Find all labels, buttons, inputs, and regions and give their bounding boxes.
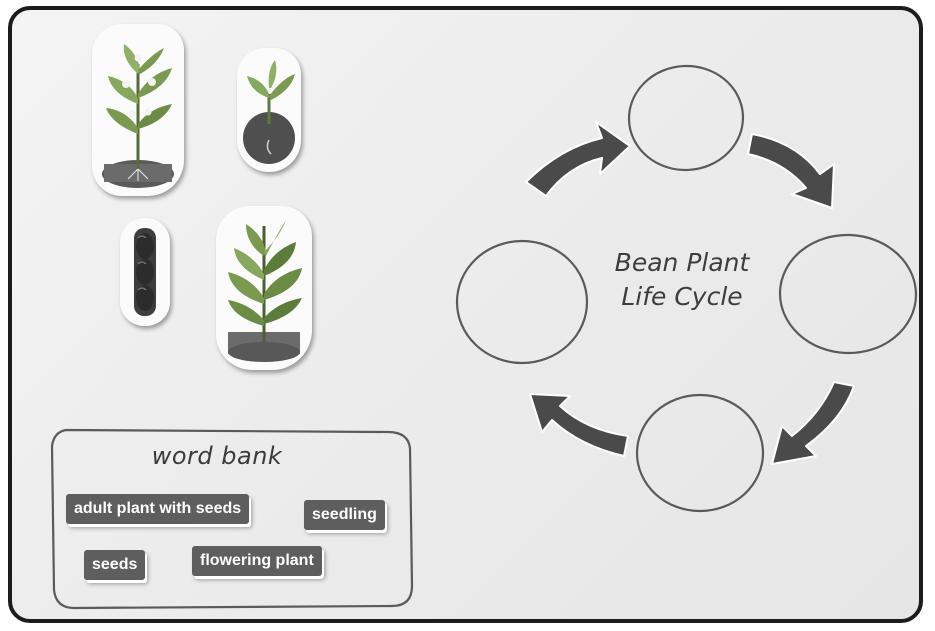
seedling-magnet[interactable] [237,48,301,172]
word-card-seeds[interactable]: seeds [84,550,146,580]
cycle-title: Bean Plant Life Cycle [602,246,762,314]
word-bank-title: word bank [151,442,283,470]
arrow-right-to-bottom [771,381,855,465]
arrow-top-to-right [747,133,835,209]
cycle-title-line2: Life Cycle [621,282,743,311]
word-card-adult-plant[interactable]: adult plant with seeds [66,494,250,524]
flowering-plant-magnet[interactable] [92,24,184,196]
seed-pod-image [134,228,156,316]
whiteboard: Bean Plant Life Cycle word bank adult pl… [8,6,923,623]
cycle-circle-right [778,233,918,355]
cycle-circle-left [455,239,589,365]
seeds-magnet[interactable] [120,218,170,326]
seedling-image [243,60,295,164]
adult-plant-magnet[interactable] [216,206,312,370]
word-card-flowering-plant[interactable]: flowering plant [192,546,322,576]
cycle-circle-bottom [635,393,765,513]
cycle-circle-top [627,64,745,172]
life-cycle-diagram [455,64,918,513]
cycle-title-line1: Bean Plant [614,248,750,277]
word-bank-frame [50,428,414,610]
word-card-seedling[interactable]: seedling [304,500,385,530]
arrow-left-to-top [525,121,631,197]
arrow-bottom-to-left [529,393,629,457]
flowering-plant-image [102,44,174,188]
adult-plant-image [228,220,302,362]
